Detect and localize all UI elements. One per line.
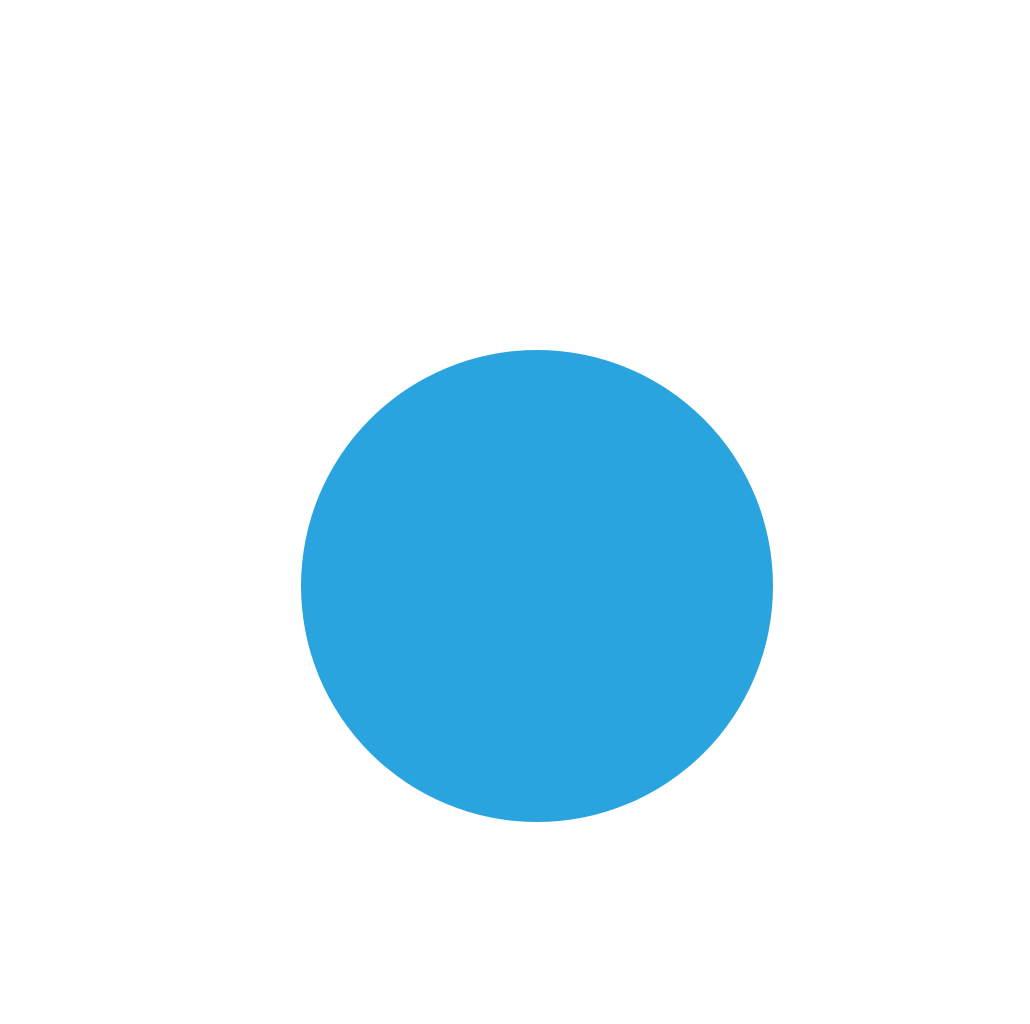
blue-circle bbox=[301, 350, 773, 822]
